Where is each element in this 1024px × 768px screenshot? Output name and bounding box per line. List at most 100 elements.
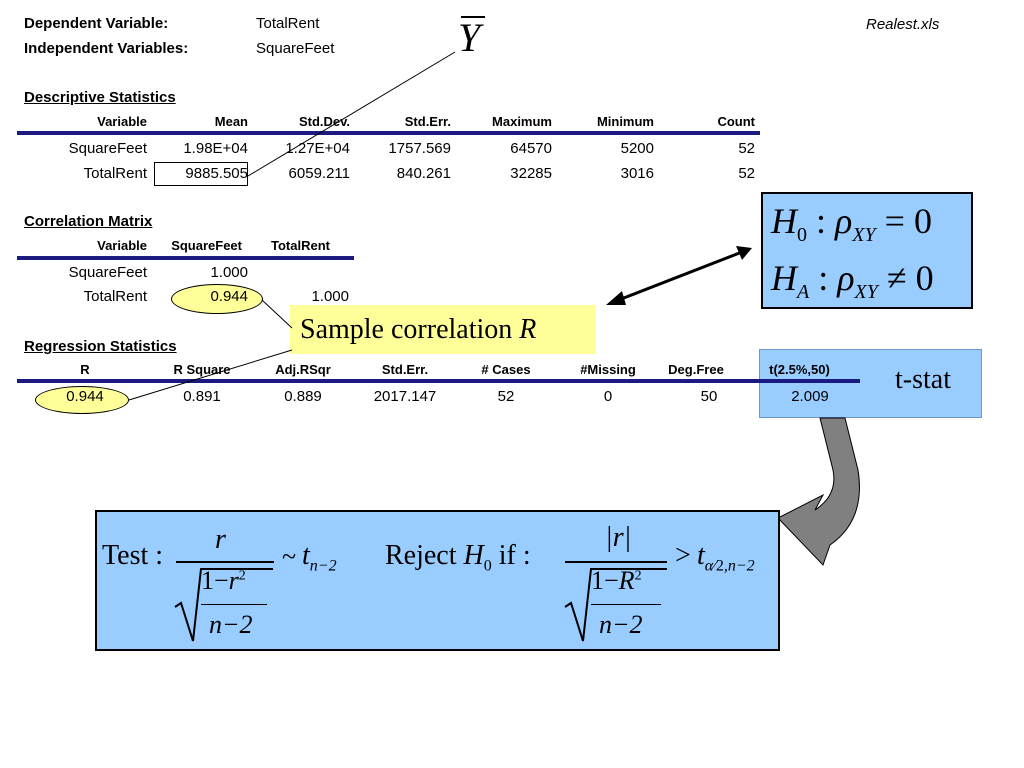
- t-var: t: [302, 540, 310, 571]
- col-header: # Cases: [481, 362, 531, 377]
- sqrt-sign: [174, 568, 273, 642]
- t-stat-box: t-stat: [759, 349, 982, 418]
- cell: 52: [738, 165, 755, 182]
- col-header: Count: [717, 114, 755, 129]
- relation: ≠ 0: [886, 258, 934, 298]
- h-subscript: A: [797, 281, 810, 304]
- correlation-matrix-title: Correlation Matrix: [24, 213, 153, 230]
- regression-rule: [17, 379, 860, 383]
- r-ellipse: [35, 386, 129, 414]
- col-header: Mean: [214, 114, 248, 129]
- correlation-ellipse: [171, 284, 263, 314]
- h-symbol: H: [463, 540, 484, 571]
- cell: SquareFeet: [68, 140, 147, 157]
- rho-symbol: ρ: [835, 201, 853, 241]
- rho-subscript: XY: [852, 224, 876, 247]
- r-value-cell: 0.944: [66, 388, 104, 405]
- correlation-rule: [17, 256, 354, 260]
- n-minus-2: n−2: [209, 610, 253, 639]
- two: 2: [715, 557, 724, 575]
- n-minus-2-b: n−2: [599, 610, 643, 639]
- correlation-value-cell: 0.944: [210, 288, 248, 305]
- filename-label: Realest.xls: [866, 16, 940, 33]
- callout-text: Sample correlation: [300, 314, 520, 345]
- t-stat-label: t-stat: [895, 364, 951, 395]
- rho-symbol: ρ: [837, 258, 855, 298]
- fraction-bar-2: [565, 561, 667, 563]
- reject-clause: Reject H0 if :: [385, 540, 531, 576]
- cell: 1.000: [210, 264, 248, 281]
- col-header: R: [80, 362, 90, 377]
- independent-variables-value: SquareFeet: [256, 40, 335, 57]
- tilde: ~: [282, 542, 297, 571]
- cell: 64570: [510, 140, 552, 157]
- independent-variables-label: Independent Variables:: [24, 40, 189, 57]
- relation: = 0: [884, 201, 932, 241]
- r-var: r: [228, 566, 239, 595]
- inner-fraction-bar-2: [591, 604, 661, 605]
- R-var: R: [618, 566, 635, 595]
- col-header: #Missing: [580, 362, 636, 377]
- col-header: Maximum: [492, 114, 552, 129]
- cell: SquareFeet: [68, 264, 147, 281]
- cell: 32285: [510, 165, 552, 182]
- cell: 50: [700, 388, 718, 405]
- h-symbol: H: [771, 201, 797, 241]
- dependent-variable-value: TotalRent: [256, 15, 320, 32]
- col-header: Std.Err.: [381, 362, 429, 377]
- sqrt-sign-2: [564, 568, 667, 642]
- cell: 0: [603, 388, 613, 405]
- cell: 1757.569: [388, 140, 451, 157]
- h-symbol: H: [771, 258, 797, 298]
- cell: 5200: [620, 140, 654, 157]
- col-header: SquareFeet: [171, 238, 242, 253]
- abs-r: |r|: [605, 522, 632, 553]
- alpha: α: [704, 557, 714, 575]
- cell: 0.891: [183, 388, 221, 405]
- alternative-hypothesis: HA : ρXY ≠ 0: [771, 257, 934, 304]
- cell: 52: [738, 140, 755, 157]
- h-subscript: 0: [483, 557, 492, 575]
- R-squared: 2: [634, 568, 642, 584]
- t-var: t: [697, 540, 705, 571]
- col-header: Std.Dev.: [298, 114, 350, 129]
- callout-variable: R: [519, 314, 537, 345]
- denominator-expr: 1−r2: [201, 566, 246, 596]
- fraction-bar: [176, 561, 274, 563]
- hypotheses-box: H0 : ρXY = 0 HA : ρXY ≠ 0: [761, 192, 973, 309]
- overbar: [461, 16, 485, 18]
- cell: 840.261: [396, 165, 451, 182]
- rho-subscript: XY: [854, 281, 878, 304]
- callout-connector-line-2: [128, 349, 293, 401]
- mean-totalrent-cell: 9885.505: [185, 165, 248, 182]
- col-header: TotalRent: [271, 238, 330, 253]
- cell: 52: [497, 388, 515, 405]
- test-formula-box: Test : r 1−r2 n−2 ~ tn−2 Reject H0 if : …: [95, 510, 780, 651]
- h-subscript: 0: [797, 224, 807, 247]
- greater-than: >: [675, 540, 691, 571]
- col-header: t(2.5%,50): [769, 362, 830, 377]
- t-subscript: ,n−2: [723, 557, 755, 575]
- y-bar-connector-line: [247, 51, 456, 177]
- curved-arrow: [777, 417, 860, 566]
- denominator-expr-2: 1−R2: [591, 566, 642, 596]
- cell: 0.889: [284, 388, 322, 405]
- numerator-r: r: [215, 524, 226, 555]
- cell: 3016: [620, 165, 654, 182]
- t-symbol: tn−2: [302, 540, 337, 576]
- t-subscript: n−2: [309, 557, 337, 575]
- one-minus: 1−: [201, 566, 229, 595]
- test-label: Test :: [102, 540, 164, 571]
- col-header: Minimum: [596, 114, 654, 129]
- slash: ⁄: [713, 557, 716, 575]
- cell: 6059.211: [288, 165, 350, 182]
- cell: TotalRent: [83, 288, 147, 305]
- if-label: if :: [498, 540, 531, 571]
- col-header: Std.Err.: [404, 114, 451, 129]
- t-critical-cell: 2.009: [791, 388, 829, 405]
- descriptive-statistics-title: Descriptive Statistics: [24, 89, 176, 106]
- cell: TotalRent: [83, 165, 147, 182]
- dependent-variable-label: Dependent Variable:: [24, 15, 169, 32]
- mean-highlight-box: [154, 162, 248, 186]
